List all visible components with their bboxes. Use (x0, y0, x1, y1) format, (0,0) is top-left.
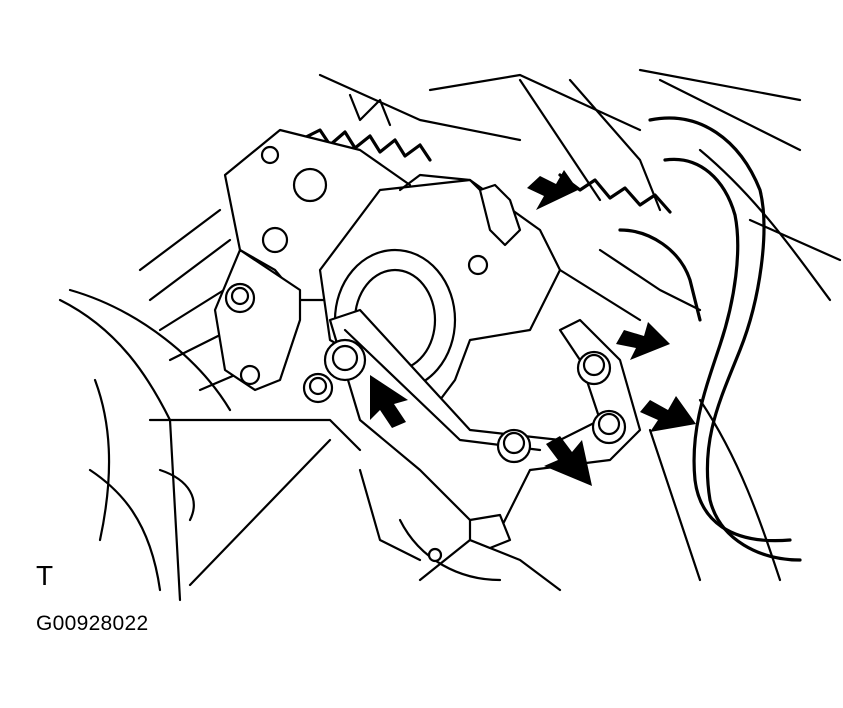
arrow-icon (527, 170, 578, 210)
arrow-icon (544, 436, 592, 486)
figure-code: G00928022 (36, 612, 149, 635)
mount-strap (302, 308, 642, 563)
arrow-icon (640, 396, 696, 432)
arrow-icon (616, 322, 670, 360)
callout-arrows (370, 170, 696, 486)
belt-hose (298, 116, 802, 562)
arrow-icon (370, 375, 408, 428)
view-orientation-mark: T (36, 560, 54, 591)
